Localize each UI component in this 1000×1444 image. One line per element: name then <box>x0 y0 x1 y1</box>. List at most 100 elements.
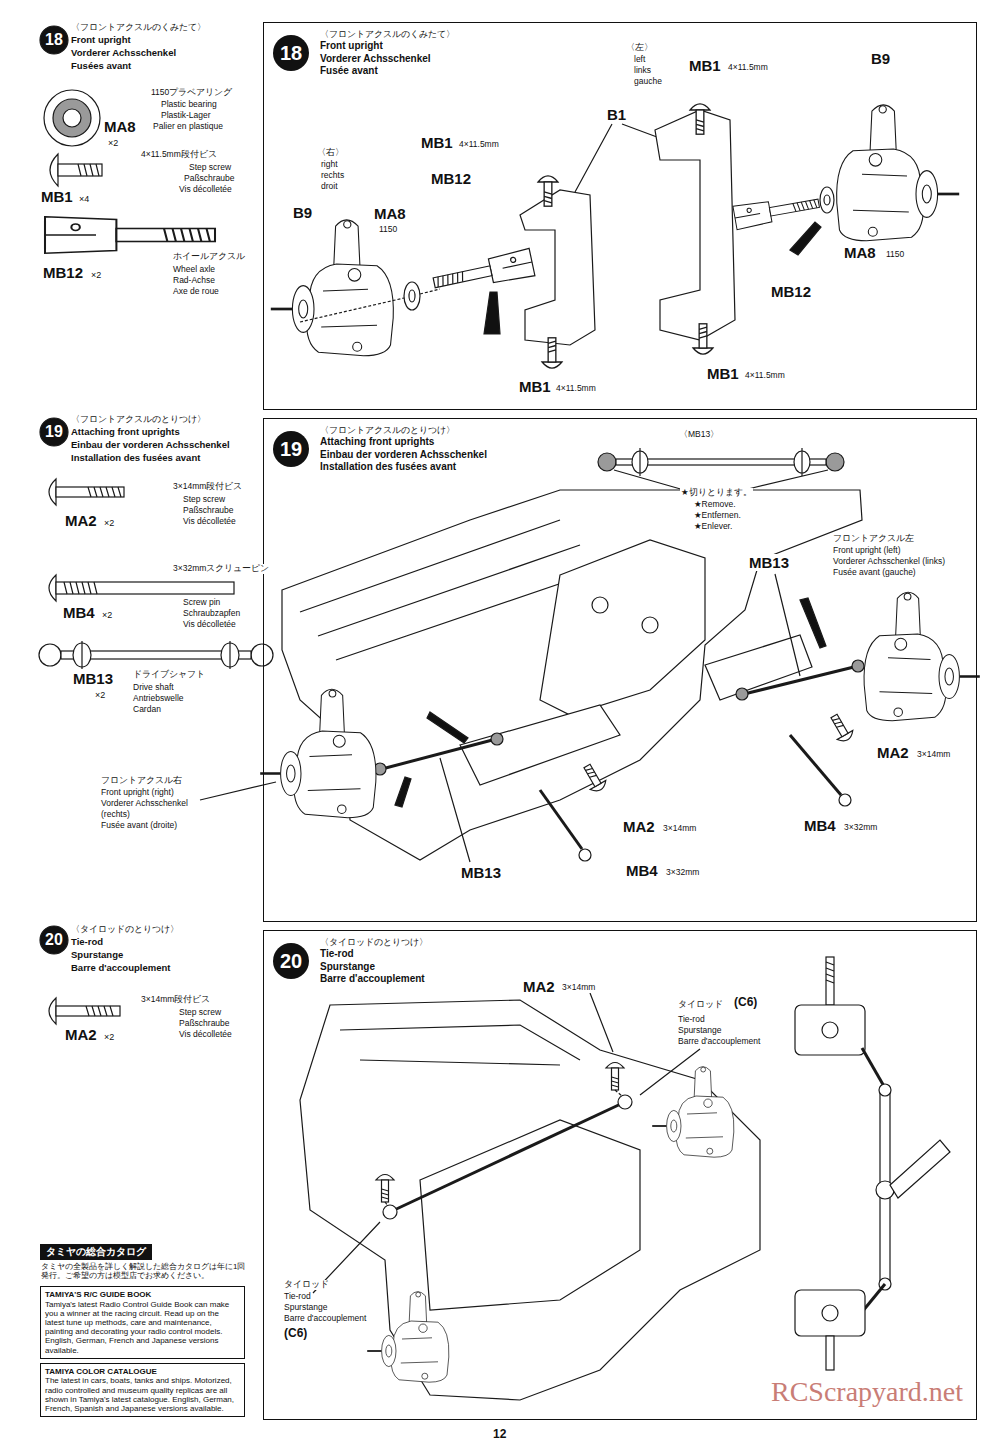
part-caption: Wheel axle <box>172 265 216 275</box>
part-caption: right <box>320 160 339 170</box>
part-number: MB1 <box>40 188 74 205</box>
drive-shaft-illustration <box>826 453 844 471</box>
quantity: ×2 <box>103 518 115 528</box>
part-number: MA2 <box>622 818 656 835</box>
part-number: MB4 <box>803 817 837 834</box>
front-upright-illustration <box>409 290 415 302</box>
step-heading: 〈フロントアクスルのくみたて〉 <box>320 29 455 40</box>
part-number: MB1 <box>518 378 552 395</box>
chassis-illustration <box>300 1000 760 1400</box>
screw-illustration <box>790 735 841 795</box>
part-caption: (rechts) <box>100 810 131 820</box>
drive-shaft-illustration <box>801 448 802 476</box>
tie-rod-illustration <box>376 1175 394 1203</box>
axle-illustration <box>45 217 215 253</box>
part-caption: left <box>633 55 646 65</box>
screw-illustration <box>395 598 856 861</box>
part-caption: Spurstange <box>677 1026 722 1036</box>
chassis-illustration <box>592 597 608 613</box>
part-caption: rechts <box>320 171 345 181</box>
part-caption: Step screw <box>182 495 226 505</box>
box-text: Tamiya's latest Radio Control Guide Book… <box>45 1300 240 1355</box>
tie-rod-illustration <box>313 993 700 1293</box>
quantity: ×2 <box>90 270 102 280</box>
part-caption: 3×32mm <box>665 868 700 878</box>
drive-shaft-illustration <box>39 641 273 669</box>
part-caption: 〈左〉 <box>625 43 654 53</box>
step-panel: 18〈フロントアクスルのくみたて〉Front uprightVorderer A… <box>263 22 977 410</box>
screw-illustration <box>56 487 124 497</box>
step-heading: Fusée avant <box>320 65 455 78</box>
step-number: 18 <box>273 35 309 71</box>
part-caption: Schraubzapfen <box>182 609 241 619</box>
part-caption: Front upright (left) <box>832 546 902 556</box>
part-caption: Tie-rod <box>283 1292 312 1302</box>
screw-illustration <box>839 794 851 806</box>
screw-illustration <box>579 761 608 794</box>
part-caption: 4×11.5mm段付ビス <box>140 150 218 160</box>
catalog-note: タミヤの全製品を詳しく解説した総合カタログは年に1回発行。ご希望の方は模型店でお… <box>40 1262 247 1280</box>
part-caption: Paßschraube <box>178 1019 231 1029</box>
screw-illustration <box>49 998 120 1024</box>
part-number: MA2 <box>522 978 556 995</box>
step-heading: Spurstange <box>70 950 124 961</box>
step-heading: Front upright <box>70 35 132 46</box>
tie-rod-illustration <box>313 993 700 1293</box>
drive-shaft-illustration <box>39 644 61 666</box>
part-caption: Screw pin <box>182 598 221 608</box>
steering-schematic <box>879 1084 891 1096</box>
box-text: TAMIYA'S R/C GUIDE BOOK <box>45 1290 240 1300</box>
part-caption: Rad-Achse <box>172 276 216 286</box>
quantity: ×2 <box>107 138 119 148</box>
step-heading-jp: 〈フロントアクスルのとりつけ〉 <box>70 414 207 424</box>
part-caption: 4×11.5mm <box>727 63 769 73</box>
step-number: 18 <box>41 27 67 53</box>
part-caption: links <box>633 66 652 76</box>
part-number: B9 <box>870 50 891 67</box>
steering-schematic <box>822 1305 838 1321</box>
screw-pin-illustration <box>64 582 97 594</box>
step-heading: Tie-rod <box>320 948 428 961</box>
part-caption: Axe de roue <box>172 287 220 297</box>
drive-shaft-illustration <box>251 644 273 666</box>
box-text: TAMIYA COLOR CATALOGUE <box>45 1367 240 1377</box>
front-upright-illustration <box>520 190 595 345</box>
part-number: MB1 <box>706 365 740 382</box>
heading-column: 〈タイロッドのとりつけ〉Tie-rodSpurstangeBarre d'acc… <box>320 937 428 986</box>
front-upright-illustration <box>542 338 562 368</box>
step-number: 20 <box>273 943 309 979</box>
part-number: MA2 <box>64 512 98 529</box>
part-caption: フロントアクスル左 <box>832 534 915 544</box>
part-caption: Paßschraube <box>183 174 236 184</box>
front-upright-illustration <box>404 282 420 310</box>
chassis-illustration <box>420 1120 640 1310</box>
part-caption: 1150プラベアリング <box>150 88 233 98</box>
front-upright-illustration <box>484 292 500 334</box>
drive-shaft-illustration <box>740 665 862 695</box>
step-heading: 〈タイロッドのとりつけ〉 <box>320 937 428 948</box>
part-caption: Vorderer Achsschenkel (links) <box>832 557 946 567</box>
info-box: TAMIYA'S R/C GUIDE BOOKTamiya's latest R… <box>40 1286 245 1359</box>
front-upright-illustration <box>693 324 713 354</box>
drive-shaft-illustration <box>378 738 500 770</box>
step-heading: Installation des fusées avant <box>70 453 201 464</box>
drive-shaft-illustration <box>440 574 800 862</box>
part-caption: 4×11.5mm <box>458 140 500 150</box>
screw-illustration <box>78 164 99 176</box>
screw-illustration <box>50 154 102 186</box>
step-panel: 19〈フロントアクスルのとりつけ〉Attaching front upright… <box>263 418 977 922</box>
drive-shaft-illustration <box>229 641 230 669</box>
drive-shaft-illustration <box>374 448 864 862</box>
chassis-illustration <box>460 705 620 785</box>
drive-shaft-illustration <box>852 660 864 672</box>
bearing-illustration <box>63 109 81 127</box>
part-caption: タイロッド <box>677 1000 724 1010</box>
front-upright-illustration <box>271 104 959 368</box>
part-caption: ★Entfernen. <box>693 511 742 521</box>
bearing-illustration <box>44 90 100 146</box>
part-caption: Barre d'accouplement <box>677 1037 761 1047</box>
part-caption: Vis décolletée <box>182 517 237 527</box>
step-number-badge <box>40 418 68 446</box>
